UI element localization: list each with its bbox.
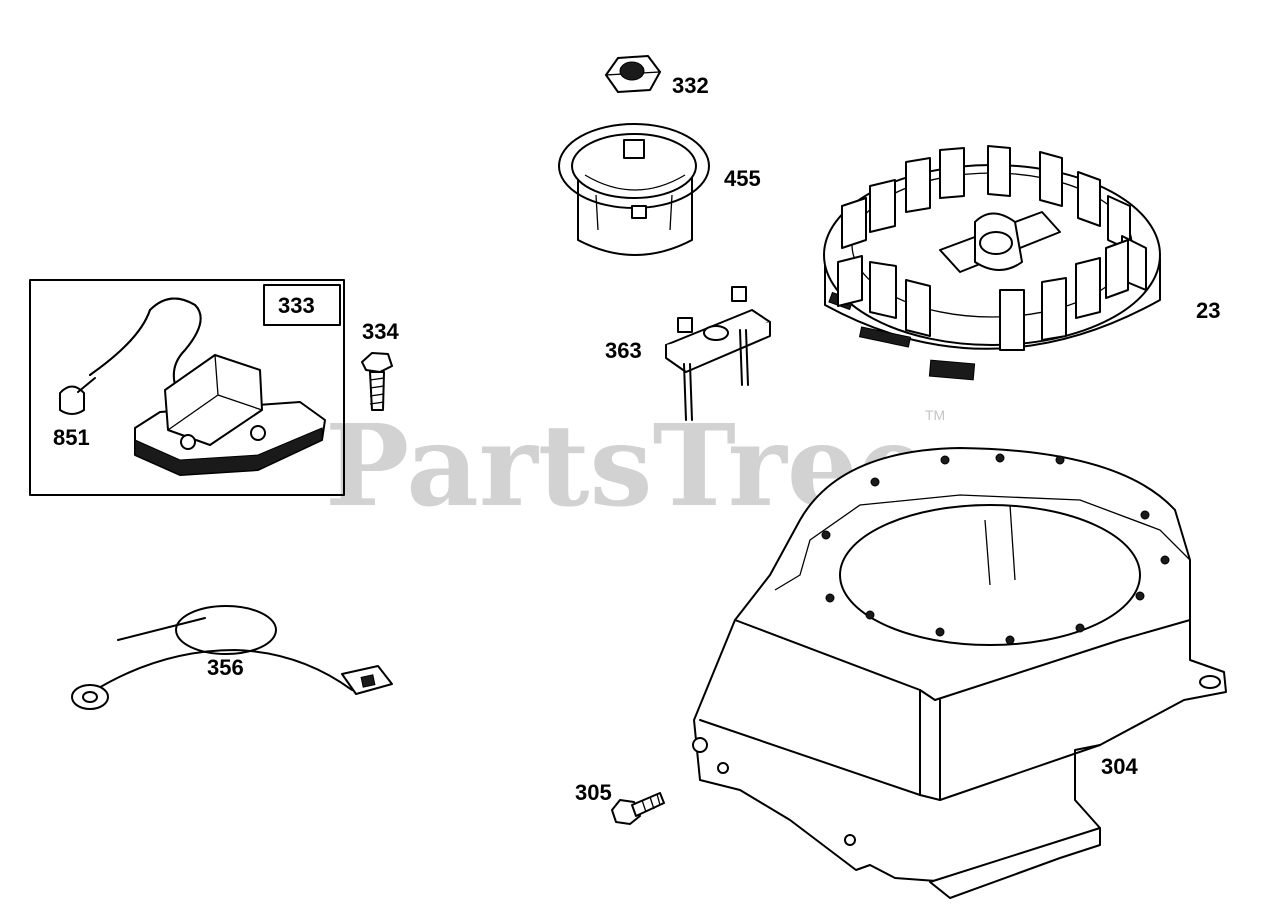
part-label-332: 332 bbox=[672, 73, 709, 98]
armature-box bbox=[29, 279, 345, 496]
starter-cup-icon[interactable] bbox=[558, 123, 710, 256]
armature-screw-icon[interactable] bbox=[361, 352, 393, 411]
brake-bracket-icon[interactable] bbox=[665, 286, 771, 421]
spark-plug-terminal-icon[interactable] bbox=[59, 377, 96, 415]
part-label-363: 363 bbox=[605, 338, 642, 363]
housing-screw-icon[interactable] bbox=[611, 792, 665, 825]
ground-wire-icon[interactable] bbox=[71, 605, 393, 710]
part-label-334: 334 bbox=[362, 319, 399, 344]
part-label-304: 304 bbox=[1101, 754, 1138, 779]
part-label-455: 455 bbox=[724, 166, 761, 191]
label-box-333 bbox=[263, 284, 341, 326]
part-label-851: 851 bbox=[53, 425, 90, 450]
blower-housing-icon[interactable] bbox=[692, 447, 1227, 899]
part-label-23: 23 bbox=[1196, 298, 1220, 323]
part-label-305: 305 bbox=[575, 780, 612, 805]
part-label-333: 333 bbox=[278, 293, 315, 318]
flywheel-icon[interactable] bbox=[823, 145, 1161, 381]
watermark-trademark: TM bbox=[925, 407, 945, 423]
hex-nut-icon[interactable] bbox=[604, 55, 662, 93]
part-label-356: 356 bbox=[207, 655, 244, 680]
ignition-armature-icon[interactable] bbox=[89, 297, 326, 476]
